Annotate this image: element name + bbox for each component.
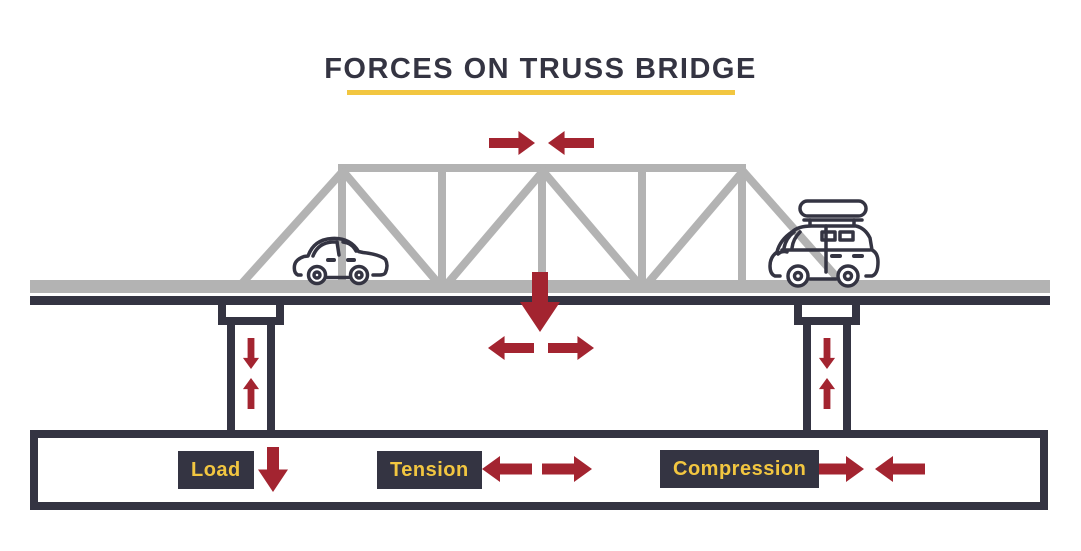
compression-arrows-top-chord bbox=[489, 131, 594, 155]
legend-compression-badge: Compression bbox=[660, 450, 820, 488]
legend-load-label: Load bbox=[191, 459, 241, 481]
legend-compression-label: Compression bbox=[673, 458, 807, 480]
right-pier bbox=[794, 299, 860, 438]
tension-arrow-left-icon bbox=[488, 336, 534, 360]
right-pier-reaction-arrows bbox=[818, 338, 836, 409]
legend-tension-label: Tension bbox=[390, 459, 469, 481]
legend-tension-badge: Tension bbox=[377, 451, 482, 489]
down-arrow-icon bbox=[242, 338, 260, 369]
compression-arrow-left-icon bbox=[548, 131, 594, 155]
ground-box bbox=[30, 430, 1048, 510]
suv-with-roof-box-icon bbox=[768, 199, 880, 288]
up-arrow-icon bbox=[818, 378, 836, 409]
car-icon bbox=[292, 236, 389, 286]
left-pier-reaction-arrows bbox=[242, 338, 260, 409]
left-pier bbox=[218, 299, 284, 438]
down-arrow-icon bbox=[818, 338, 836, 369]
truss-structure bbox=[233, 164, 851, 293]
tension-arrow-right-icon bbox=[548, 336, 594, 360]
title-underline bbox=[346, 90, 735, 95]
compression-arrow-right-icon bbox=[489, 131, 535, 155]
tension-arrows-bottom-chord bbox=[488, 336, 594, 360]
up-arrow-icon bbox=[242, 378, 260, 409]
page-title: FORCES ON TRUSS BRIDGE bbox=[324, 53, 757, 85]
legend-load-badge: Load bbox=[178, 451, 254, 489]
